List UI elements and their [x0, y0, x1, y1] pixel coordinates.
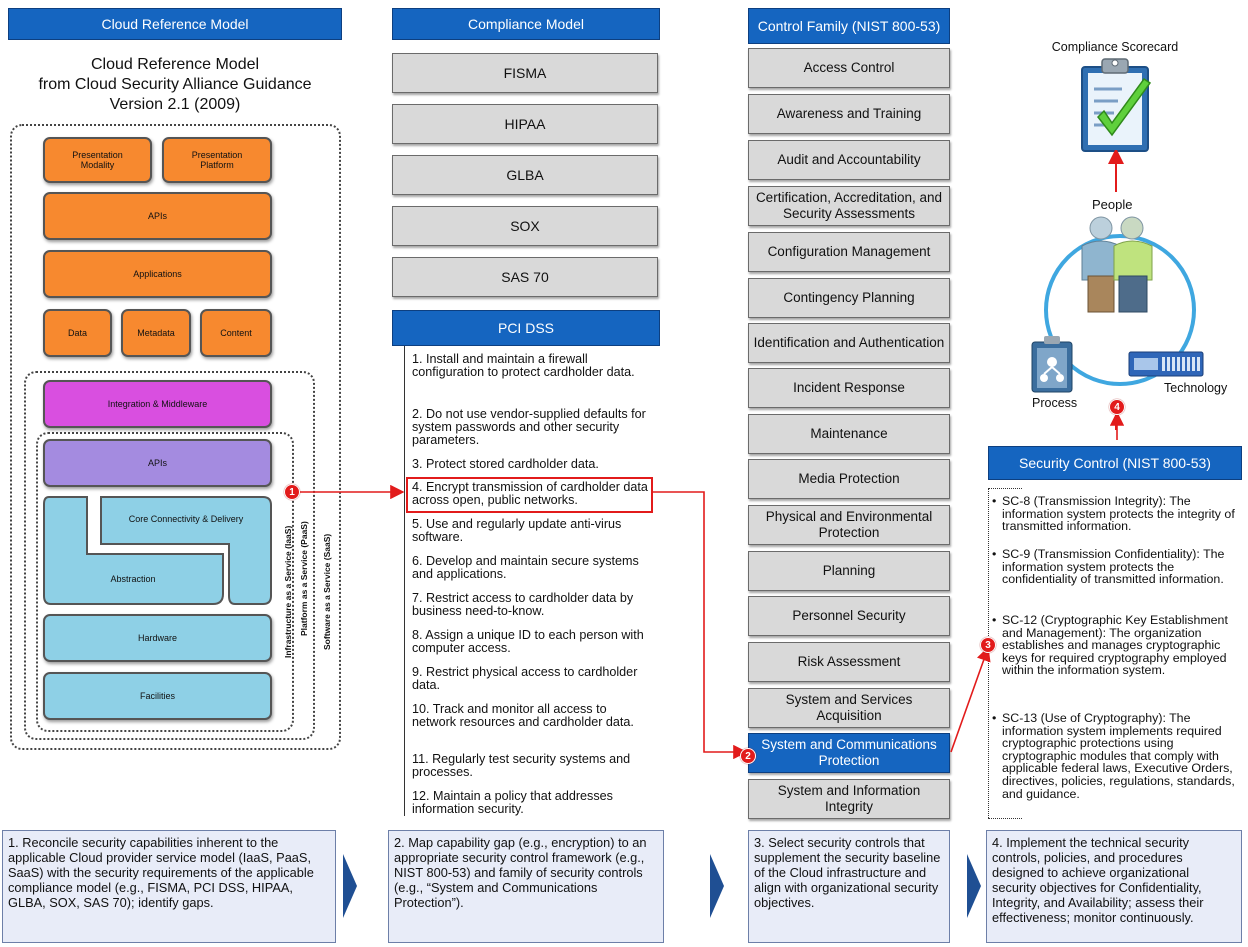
applications-layer: Applications [43, 250, 272, 298]
core-abstraction-group: Core Connectivity & Delivery Abstraction [43, 496, 272, 606]
compliance-sox[interactable]: SOX [392, 206, 658, 246]
metadata-layer: Metadata [121, 309, 191, 357]
family-risk-assessment[interactable]: Risk Assessment [748, 642, 950, 682]
compliance-sas70[interactable]: SAS 70 [392, 257, 658, 297]
pci-item-8: 8. Assign a unique ID to each person wit… [412, 628, 644, 655]
hardware-layer: Hardware [43, 614, 272, 662]
bullet: • [992, 613, 997, 627]
people-icon [1081, 216, 1153, 313]
control-family-header: Control Family (NIST 800-53) [748, 8, 950, 44]
saas-boundary [10, 124, 341, 750]
cloud-model-title-line2: from Cloud Security Alliance Guidance [38, 76, 312, 93]
family-communications-protection[interactable]: System and Communications Protection [748, 733, 950, 773]
step-1-box: 1. Reconcile security capabilities inher… [2, 830, 336, 943]
pci-item-4: 4. Encrypt transmission of cardholder da… [412, 480, 648, 507]
pci-item-7: 7. Restrict access to cardholder data by… [412, 591, 634, 618]
sc9-text: SC-9 (Transmission Confidentiality): The… [1002, 547, 1225, 587]
pci-item-1: 1. Install and maintain a firewall confi… [412, 352, 635, 379]
sc13-text: SC-13 (Use of Cryptography): The informa… [1002, 711, 1235, 801]
compliance-model-header: Compliance Model [392, 8, 660, 40]
family-certification-accreditation[interactable]: Certification, Accreditation, and Securi… [748, 186, 950, 226]
security-control-dotted-top [988, 488, 1022, 489]
data-layer: Data [43, 309, 112, 357]
family-maintenance[interactable]: Maintenance [748, 414, 950, 454]
pci-left-rule [404, 346, 405, 816]
sc12-text: SC-12 (Cryptographic Key Establishment a… [1002, 613, 1228, 678]
step-2-box: 2. Map capability gap (e.g., encryption)… [388, 830, 664, 943]
bullet: • [992, 494, 997, 508]
family-identification-authentication[interactable]: Identification and Authentication [748, 323, 950, 363]
facilities-layer: Facilities [43, 672, 272, 720]
bullet: • [992, 547, 997, 561]
process-label: Process [1032, 396, 1078, 410]
pci-item-9: 9. Restrict physical access to cardholde… [412, 665, 638, 692]
family-services-acquisition[interactable]: System and Services Acquisition [748, 688, 950, 728]
core-connectivity-layer: Core Connectivity & Delivery [128, 514, 244, 524]
interlock-shape [43, 496, 272, 605]
cloud-model-title: Cloud Reference Model from Cloud Securit… [8, 55, 342, 115]
step-3-chevron [967, 854, 981, 918]
family-audit-accountability[interactable]: Audit and Accountability [748, 140, 950, 180]
pci-item-10: 10. Track and monitor all access to netw… [412, 702, 634, 729]
family-contingency-planning[interactable]: Contingency Planning [748, 278, 950, 318]
security-control-dotted-bottom [988, 818, 1022, 819]
pci-dss-header[interactable]: PCI DSS [392, 310, 660, 346]
abstraction-layer: Abstraction [110, 574, 156, 584]
compliance-fisma[interactable]: FISMA [392, 53, 658, 93]
security-control-sc9: • SC-9 (Transmission Confidentiality): T… [992, 548, 1244, 586]
step-2-chevron [710, 854, 724, 918]
presentation-platform-layer: Presentation Platform [162, 137, 272, 183]
security-control-sc13: • SC-13 (Use of Cryptography): The infor… [992, 712, 1244, 800]
family-information-integrity[interactable]: System and Information Integrity [748, 779, 950, 819]
pci-item-4-highlight [406, 477, 653, 513]
compliance-glba[interactable]: GLBA [392, 155, 658, 195]
sc8-text: SC-8 (Transmission Integrity): The infor… [1002, 494, 1235, 534]
server-icon [1128, 351, 1204, 377]
cloud-model-title-line1: Cloud Reference Model [90, 56, 260, 73]
family-awareness-training[interactable]: Awareness and Training [748, 94, 950, 134]
bullet: • [992, 711, 997, 725]
pci-item-3: 3. Protect stored cardholder data. [412, 457, 599, 471]
pci-item-5: 5. Use and regularly update anti-virus s… [412, 517, 622, 544]
pci-item-2: 2. Do not use vendor-supplied defaults f… [412, 407, 646, 447]
step-3-box: 3. Select security controls that supplem… [748, 830, 950, 943]
clipboard-checkmark-icon [1081, 58, 1152, 152]
step-badge-2: 2 [740, 748, 756, 764]
presentation-modality-layer: Presentation Modality [43, 137, 152, 183]
process-flow-icon [1031, 336, 1073, 393]
pci-item-6: 6. Develop and maintain secure systems a… [412, 554, 639, 581]
step-badge-4: 4 [1109, 399, 1125, 415]
cloud-model-title-line3: Version 2.1 (2009) [109, 96, 241, 113]
step-4-box: 4. Implement the technical security cont… [986, 830, 1242, 943]
people-label: People [1092, 197, 1133, 212]
family-configuration-management[interactable]: Configuration Management [748, 232, 950, 272]
paas-boundary [24, 371, 315, 740]
integration-middleware-layer: Integration & Middleware [43, 380, 272, 428]
step-1-chevron [343, 854, 357, 918]
cloud-reference-model-header: Cloud Reference Model [8, 8, 342, 40]
step-badge-3: 3 [980, 637, 996, 653]
content-layer: Content [200, 309, 272, 357]
technology-label: Technology [1164, 381, 1228, 395]
family-access-control[interactable]: Access Control [748, 48, 950, 88]
family-planning[interactable]: Planning [748, 551, 950, 591]
compliance-hipaa[interactable]: HIPAA [392, 104, 658, 144]
security-control-sc8: • SC-8 (Transmission Integrity): The inf… [992, 495, 1244, 533]
family-media-protection[interactable]: Media Protection [748, 459, 950, 499]
family-personnel-security[interactable]: Personnel Security [748, 596, 950, 636]
scorecard-title: Compliance Scorecard [1051, 40, 1179, 54]
family-incident-response[interactable]: Incident Response [748, 368, 950, 408]
step-badge-1: 1 [284, 484, 300, 500]
family-physical-environmental[interactable]: Physical and Environmental Protection [748, 505, 950, 545]
people-process-technology-ring [1044, 234, 1196, 386]
security-control-sc12: • SC-12 (Cryptographic Key Establishment… [992, 614, 1244, 677]
pci-item-11: 11. Regularly test security systems and … [412, 752, 631, 779]
pci-item-12: 12. Maintain a policy that addresses inf… [412, 789, 613, 816]
iaas-boundary [36, 432, 294, 732]
apis-mid-layer: APIs [43, 439, 272, 487]
security-control-header: Security Control (NIST 800-53) [988, 446, 1242, 480]
apis-top-layer: APIs [43, 192, 272, 240]
